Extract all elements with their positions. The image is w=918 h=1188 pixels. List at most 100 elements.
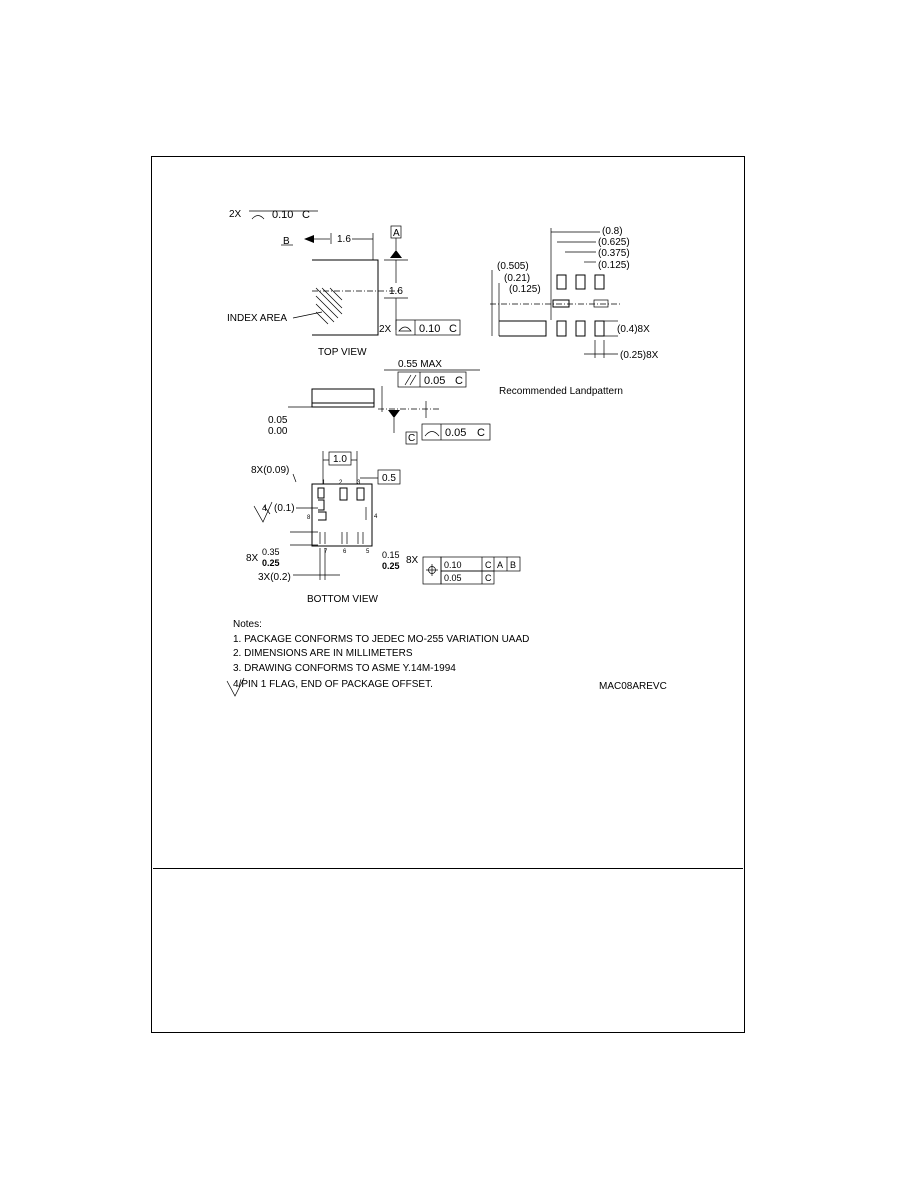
pin1-flag-dim: (0.1) (274, 503, 295, 514)
top-view: 2X 0.10 C B 1.6 A 1.6 (227, 209, 461, 358)
pin1-flag (318, 499, 325, 511)
lead-len-max: 0.35 (262, 547, 280, 557)
lp-title: Recommended Landpattern (499, 386, 623, 397)
lp-dim-pad-w: (0.25)8X (620, 350, 659, 361)
bottom-view-title: BOTTOM VIEW (307, 594, 378, 605)
pitch-value: 1.0 (333, 454, 347, 465)
lp-dim-0505: (0.505) (497, 261, 529, 272)
lp-pad (556, 320, 567, 337)
position-datum-b: B (510, 560, 516, 570)
top-view-body (312, 259, 379, 336)
pin-label-7: 7 (324, 549, 328, 555)
flag-note-number: 4 (262, 503, 267, 513)
datum-c-label: C (408, 433, 415, 444)
pin-label-1: 1 (322, 480, 326, 486)
lead-len-ext (290, 531, 318, 546)
position-datum-a: A (497, 560, 503, 570)
note-1: 1. PACKAGE CONFORMS TO JEDEC MO-255 VARI… (233, 634, 529, 645)
datum-b-label: B (283, 236, 290, 247)
lp-pad (594, 274, 605, 290)
side-body (311, 388, 375, 408)
coplanarity-symbol (424, 431, 440, 437)
note-4: 4/PIN 1 FLAG, END OF PACKAGE OFFSET. (233, 679, 433, 690)
pitch-box (328, 451, 352, 466)
index-area-hatch (315, 287, 343, 325)
position-value2: 0.05 (444, 573, 462, 583)
datum-a-label: A (393, 228, 400, 239)
position-datum-c2: C (485, 573, 492, 583)
lp-pad (575, 320, 586, 337)
lp-pad (575, 274, 586, 290)
flag-note-symbol (253, 501, 273, 523)
coplanarity-value: 0.05 (445, 427, 466, 439)
lp-dim-08: (0.8) (602, 226, 623, 237)
lp-dim-pad-w-ext (594, 340, 605, 358)
datum-a-triangle (390, 250, 402, 258)
landpattern-view: (0.8) (0.625) (0.375) (0.125) (0.505) (0… (490, 226, 659, 397)
lead-len-min: 0.25 (262, 558, 280, 568)
bottom-body (311, 483, 373, 547)
pin-label-4: 4 (374, 514, 378, 520)
index-area-leader (292, 311, 323, 319)
lp-pad-long (499, 320, 547, 337)
pin-label-8: 8 (307, 515, 311, 521)
bottom-pin (317, 487, 325, 499)
parallel-frame (397, 371, 467, 388)
pin-label-3: 3 (357, 480, 361, 486)
standoff-max: 0.05 (268, 415, 288, 426)
lp-pad (552, 299, 570, 308)
profile-value: 0.10 (419, 323, 440, 335)
note-3: 3. DRAWING CONFORMS TO ASME Y.14M-1994 (233, 663, 456, 674)
flag-note-slash (263, 505, 271, 515)
side-max-height: 0.55 MAX (398, 359, 442, 370)
flatness-count: 2X (229, 209, 242, 220)
section-divider (153, 868, 743, 869)
dim-width: 1.6 (337, 234, 351, 245)
bottom-pin (357, 532, 364, 544)
lp-dim-pad-len: (0.4)8X (617, 324, 650, 335)
flatness-symbol (251, 215, 265, 220)
note-4-symbol (226, 677, 245, 697)
datum-c-triangle (388, 410, 400, 418)
pin-label-2: 2 (339, 480, 343, 486)
profile-symbol (398, 326, 412, 332)
profile-frame (395, 319, 461, 336)
standoff-min: 0.00 (268, 426, 288, 437)
corner-count: 8X(0.09) (251, 465, 289, 476)
dim-height: 1.6 (389, 286, 403, 297)
flatness-value: 0.10 (272, 209, 293, 221)
pin-label-5: 5 (366, 549, 370, 555)
lead-len-prefix: 8X (246, 553, 259, 564)
lp-pad (556, 274, 567, 290)
lp-dim-0125-top: (0.125) (598, 260, 630, 271)
lp-dim-0375: (0.375) (598, 248, 630, 259)
bottom-pin (341, 532, 348, 544)
corner-leader (292, 473, 297, 483)
lp-dim-021: (0.21) (504, 273, 530, 284)
lead-w-min: 0.25 (382, 561, 400, 571)
bottom-pin-left (318, 511, 327, 521)
coplanarity-frame (421, 423, 491, 441)
notes-heading: Notes: (233, 619, 262, 630)
position-frame-row1-div (481, 557, 508, 571)
pitch-ext (322, 451, 358, 484)
parallel-datum: C (455, 375, 463, 387)
profile-datum: C (449, 323, 457, 335)
parallel-value: 0.05 (424, 375, 445, 387)
index-area-label: INDEX AREA (227, 313, 287, 324)
notes: Notes: 1. PACKAGE CONFORMS TO JEDEC MO-2… (226, 619, 667, 697)
lead-w-max: 0.15 (382, 550, 400, 560)
top-view-title: TOP VIEW (318, 347, 367, 358)
note-2: 2. DIMENSIONS ARE IN MILLIMETERS (233, 648, 413, 659)
offset-box (377, 469, 401, 485)
lead-offset: 0.5 (382, 473, 396, 484)
lp-pad (594, 320, 605, 337)
coplanarity-datum: C (477, 427, 485, 439)
position-frame-row2 (440, 570, 495, 585)
datum-b-triangle (304, 235, 314, 243)
lead-spacing: 3X(0.2) (258, 572, 291, 583)
bottom-pin (339, 487, 348, 501)
side-view: 0.55 MAX 0.05 C 0.05 0.00 C 0.05 C (268, 359, 491, 445)
position-value: 0.10 (444, 560, 462, 570)
